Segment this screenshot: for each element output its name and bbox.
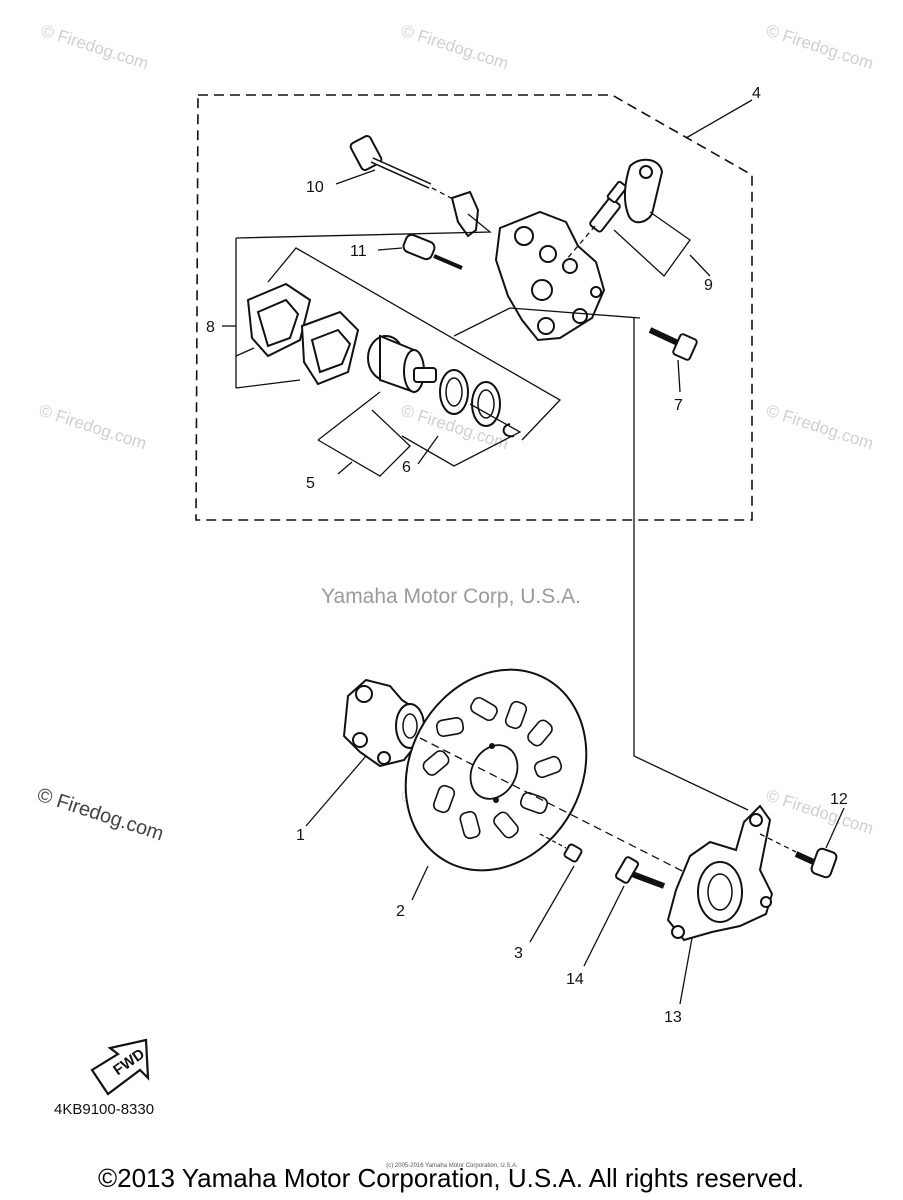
caliper-bolt xyxy=(349,135,471,209)
leader-9-group xyxy=(613,211,691,277)
leader-5-group xyxy=(317,409,411,477)
leader-14 xyxy=(583,885,625,967)
pad-pin xyxy=(402,233,463,270)
watermark-firedog: © Firedog.com xyxy=(764,786,876,839)
part-label-5: 5 xyxy=(306,475,315,492)
part-label-12: 12 xyxy=(830,791,848,808)
watermark-yamaha: Yamaha Motor Corp, U.S.A. xyxy=(321,585,581,608)
disc-screw xyxy=(539,833,583,863)
part-label-10: 10 xyxy=(306,179,324,196)
bleed-screw xyxy=(565,180,628,261)
brake-hub xyxy=(342,678,425,768)
bracket-bolt xyxy=(615,856,666,889)
part-label-6: 6 xyxy=(402,459,411,476)
watermark-firedog: © Firedog.com xyxy=(399,21,511,74)
flange-bolt xyxy=(759,833,838,879)
leader-7 xyxy=(677,359,681,393)
piston xyxy=(367,334,437,394)
caliper-assembly-boundary xyxy=(195,94,753,521)
assembly-connector xyxy=(633,318,749,811)
piston-seals xyxy=(439,369,515,438)
part-label-11: 11 xyxy=(350,243,367,260)
bushing xyxy=(450,190,480,238)
pad-spring-outline-2 xyxy=(453,307,641,337)
part-labels: 1 2 3 4 5 6 7 8 9 10 11 12 13 14 xyxy=(206,85,848,1026)
part-label-4: 4 xyxy=(752,85,761,102)
watermark-firedog: © Firedog.com xyxy=(764,21,876,74)
leader-13 xyxy=(679,937,693,1005)
fwd-arrow: FWD xyxy=(90,1038,150,1096)
pad-spring-outline xyxy=(267,247,562,441)
leader-5 xyxy=(337,461,353,475)
caliper-bracket xyxy=(666,804,774,942)
leader-10 xyxy=(335,169,376,185)
axis-line xyxy=(419,737,701,881)
watermark-firedog: © Firedog.com xyxy=(764,401,876,454)
leader-11 xyxy=(377,247,403,251)
leader-5-a xyxy=(317,391,381,441)
part-label-14: 14 xyxy=(566,971,584,988)
leader-9 xyxy=(689,254,711,277)
watermark-firedog-dark: © Firedog.com xyxy=(34,784,166,846)
caliper-bracket-clip xyxy=(623,158,664,224)
fine-print: (c) 2005-2016 Yamaha Motor Corporation, … xyxy=(386,1163,518,1169)
diagram-code: 4KB9100-8330 xyxy=(54,1101,154,1118)
leader-12 xyxy=(825,807,845,849)
caliper-body xyxy=(494,210,606,342)
part-label-8: 8 xyxy=(206,319,215,336)
leader-2 xyxy=(411,865,429,901)
part-label-13: 13 xyxy=(664,1009,682,1026)
leader-8-b xyxy=(235,379,301,389)
leader-6 xyxy=(417,435,439,465)
leader-4 xyxy=(685,99,753,139)
part-label-1: 1 xyxy=(296,827,305,844)
part-label-9: 9 xyxy=(704,277,713,294)
leader-1 xyxy=(305,755,367,827)
brake-disc xyxy=(404,668,588,872)
part-label-2: 2 xyxy=(396,903,405,920)
leader-8-group xyxy=(235,213,492,239)
copyright-notice: ©2013 Yamaha Motor Corporation, U.S.A. A… xyxy=(98,1163,804,1193)
watermark-firedog: © Firedog.com xyxy=(37,401,149,454)
leader-8-c xyxy=(235,347,255,357)
leader-3 xyxy=(529,865,575,943)
brake-pads xyxy=(246,282,360,386)
part-label-7: 7 xyxy=(674,397,683,414)
part-label-3: 3 xyxy=(514,945,523,962)
mounting-bolt xyxy=(648,327,698,361)
watermark-firedog: © Firedog.com xyxy=(39,21,151,74)
